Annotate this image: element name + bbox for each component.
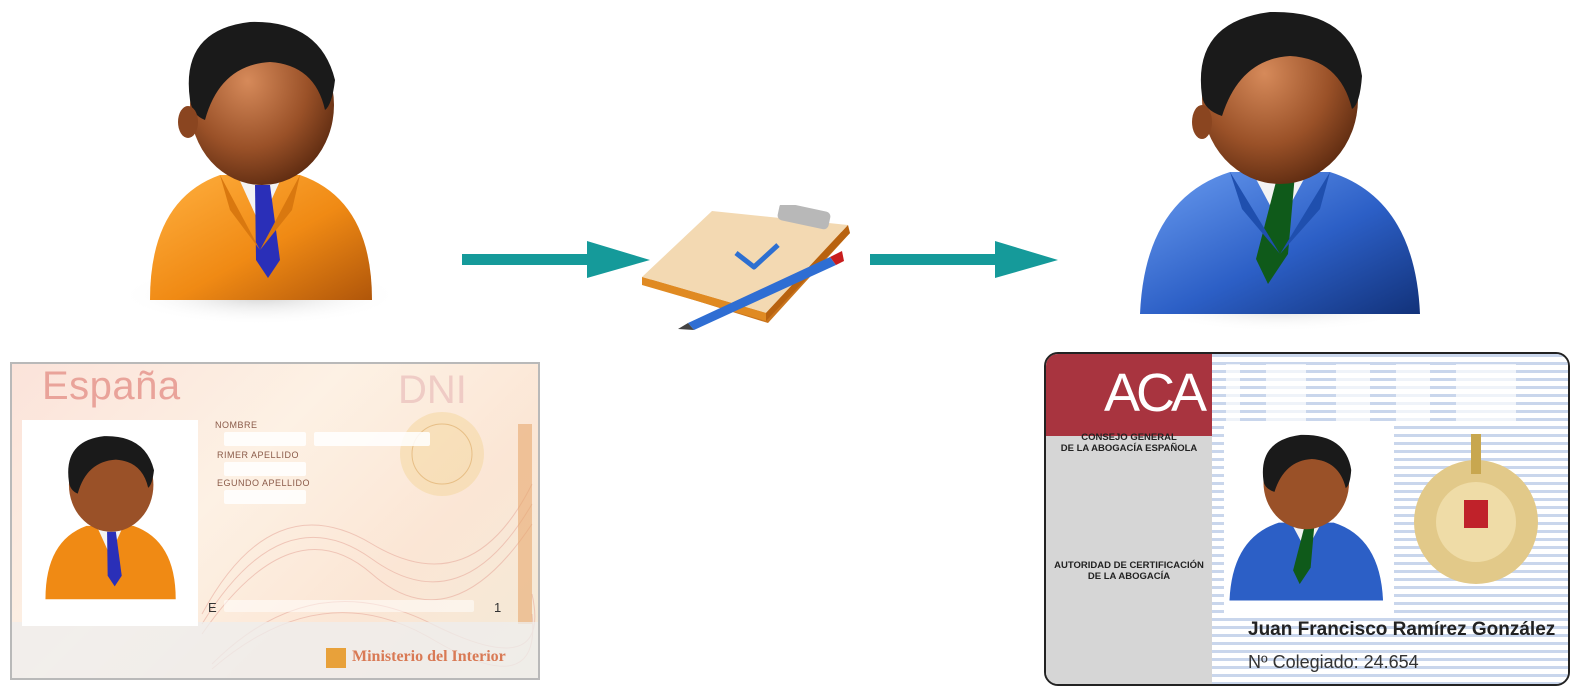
dni-guilloche-background [12, 412, 538, 678]
dni-code-right: 1 [494, 600, 502, 615]
dni-photo [22, 420, 198, 626]
dni-label-primer-apellido: RIMER APELLIDO [217, 450, 300, 460]
dni-country-title: España [42, 364, 181, 408]
arrow-right-2 [870, 240, 1060, 280]
dni-code-left: E [208, 600, 217, 615]
aca-authority-line1: AUTORIDAD DE CERTIFICACIÓN [1054, 560, 1204, 571]
aca-holder-name: Juan Francisco Ramírez González [1248, 619, 1556, 640]
dni-field-primer-apellido [224, 462, 306, 476]
aca-org-line2: DE LA ABOGACÍA ESPAÑOLA [1060, 443, 1198, 454]
dni-code-strip [224, 600, 474, 612]
clipboard-pencil-icon [638, 205, 858, 335]
aca-photo-person-icon [1229, 434, 1384, 601]
dni-field-nombre-1 [224, 432, 306, 446]
dni-field-segundo-apellido [224, 490, 306, 504]
dni-label-nombre: NOMBRE [215, 420, 258, 430]
ministerio-emblem-icon [326, 648, 346, 668]
aca-member-number: Nº Colegiado: 24.654 [1248, 652, 1419, 672]
aca-photo [1224, 426, 1394, 616]
aca-org-line1: CONSEJO GENERAL [1081, 432, 1177, 443]
dni-photo-person-icon [45, 436, 176, 600]
aca-authority-line2: DE LA ABOGACÍA [1087, 571, 1171, 582]
orange-person-icon [110, 10, 410, 330]
dni-field-nombre-2 [314, 432, 430, 446]
dni-card: España DNI NOMBRE RIMER APELLIDO EGUNDO … [10, 362, 540, 680]
dni-issuer: Ministerio del Interior [352, 648, 506, 665]
arrow-right-1 [462, 240, 652, 280]
blue-person-icon [1130, 4, 1440, 334]
aca-logo: ACA [1104, 363, 1207, 423]
dni-doc-code: DNI [398, 368, 467, 412]
aca-card: ACA CONSEJO GENERAL DE LA ABOGACÍA ESPAÑ… [1044, 352, 1570, 686]
dni-label-segundo-apellido: EGUNDO APELLIDO [217, 478, 311, 488]
